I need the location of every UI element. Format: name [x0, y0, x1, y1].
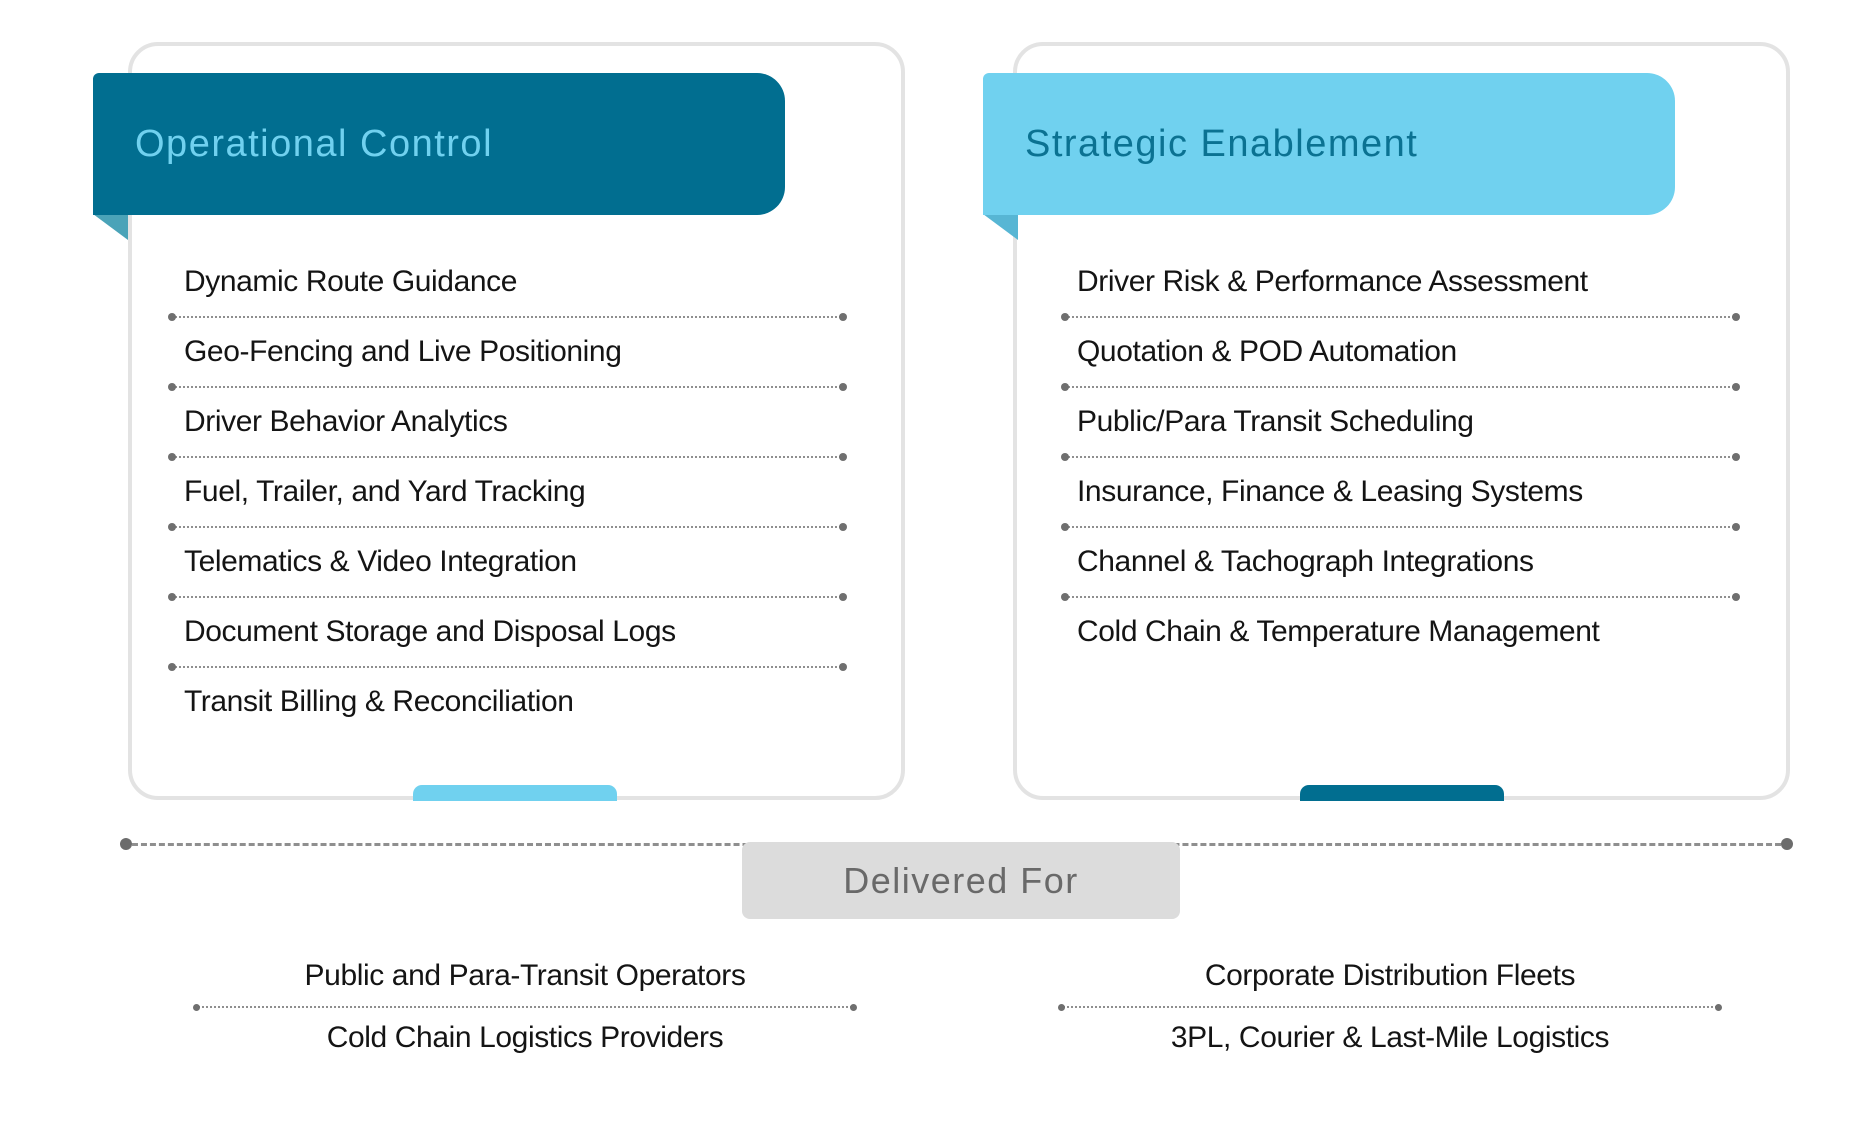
list-item: Geo-Fencing and Live Positioning	[170, 318, 845, 386]
audience-item: 3PL, Courier & Last-Mile Logistics	[1060, 1008, 1720, 1068]
audience-item-label: Cold Chain Logistics Providers	[326, 1021, 724, 1054]
audience-item-label: Public and Para-Transit Operators	[304, 959, 746, 992]
dotted-divider	[168, 453, 847, 461]
dotted-divider	[1058, 1003, 1722, 1011]
list-item-label: Insurance, Finance & Leasing Systems	[1077, 475, 1583, 508]
list-item: Channel & Tachograph Integrations	[1063, 528, 1738, 596]
list-item-label: Driver Risk & Performance Assessment	[1077, 265, 1588, 298]
card-title: Operational Control	[135, 122, 494, 165]
audience-column-left: Public and Para-Transit Operators Cold C…	[193, 946, 857, 1068]
list-item-label: Transit Billing & Reconciliation	[184, 685, 574, 718]
dotted-divider	[168, 593, 847, 601]
audience-item: Corporate Distribution Fleets	[1060, 946, 1720, 1006]
card-bottom-tab	[413, 785, 617, 801]
list-item: Telematics & Video Integration	[170, 528, 845, 596]
list-item-label: Fuel, Trailer, and Yard Tracking	[184, 475, 586, 508]
dotted-divider	[193, 1003, 857, 1011]
list-item: Dynamic Route Guidance	[170, 248, 845, 316]
feature-list-operational: Dynamic Route Guidance Geo-Fencing and L…	[168, 248, 847, 736]
audience-column-right: Corporate Distribution Fleets 3PL, Couri…	[1058, 946, 1722, 1068]
list-item: Transit Billing & Reconciliation	[170, 668, 845, 736]
dotted-divider	[1061, 383, 1740, 391]
list-item-label: Geo-Fencing and Live Positioning	[184, 335, 622, 368]
delivered-for-badge: Delivered For	[742, 842, 1180, 919]
audience-item-label: 3PL, Courier & Last-Mile Logistics	[1170, 1021, 1610, 1054]
list-item: Cold Chain & Temperature Management	[1063, 598, 1738, 666]
dotted-divider	[1061, 453, 1740, 461]
list-item: Document Storage and Disposal Logs	[170, 598, 845, 666]
list-item-label: Document Storage and Disposal Logs	[184, 615, 676, 648]
dotted-divider	[168, 313, 847, 321]
list-item-label: Telematics & Video Integration	[184, 545, 577, 578]
dotted-divider	[1061, 523, 1740, 531]
dotted-divider	[168, 523, 847, 531]
list-item-label: Cold Chain & Temperature Management	[1077, 615, 1600, 648]
list-item-label: Quotation & POD Automation	[1077, 335, 1457, 368]
list-item: Driver Risk & Performance Assessment	[1063, 248, 1738, 316]
list-item-label: Public/Para Transit Scheduling	[1077, 405, 1474, 438]
header-ribbon-strategic-enablement: Strategic Enablement	[983, 73, 1675, 215]
dotted-divider	[168, 383, 847, 391]
list-item: Fuel, Trailer, and Yard Tracking	[170, 458, 845, 526]
audience-item-label: Corporate Distribution Fleets	[1204, 959, 1576, 992]
card-bottom-tab	[1300, 785, 1504, 801]
audience-item: Public and Para-Transit Operators	[195, 946, 855, 1006]
list-item: Public/Para Transit Scheduling	[1063, 388, 1738, 456]
delivered-for-label: Delivered For	[843, 859, 1079, 901]
list-item-label: Channel & Tachograph Integrations	[1077, 545, 1534, 578]
audience-item: Cold Chain Logistics Providers	[195, 1008, 855, 1068]
dotted-divider	[1061, 313, 1740, 321]
list-item: Driver Behavior Analytics	[170, 388, 845, 456]
list-item-label: Dynamic Route Guidance	[184, 265, 518, 298]
list-item-label: Driver Behavior Analytics	[184, 405, 508, 438]
list-item: Quotation & POD Automation	[1063, 318, 1738, 386]
header-ribbon-operational-control: Operational Control	[93, 73, 785, 215]
feature-list-strategic: Driver Risk & Performance Assessment Quo…	[1061, 248, 1740, 666]
ribbon-fold	[93, 214, 128, 240]
dotted-divider	[1061, 593, 1740, 601]
card-title: Strategic Enablement	[1025, 122, 1419, 165]
dotted-divider	[168, 663, 847, 671]
list-item: Insurance, Finance & Leasing Systems	[1063, 458, 1738, 526]
